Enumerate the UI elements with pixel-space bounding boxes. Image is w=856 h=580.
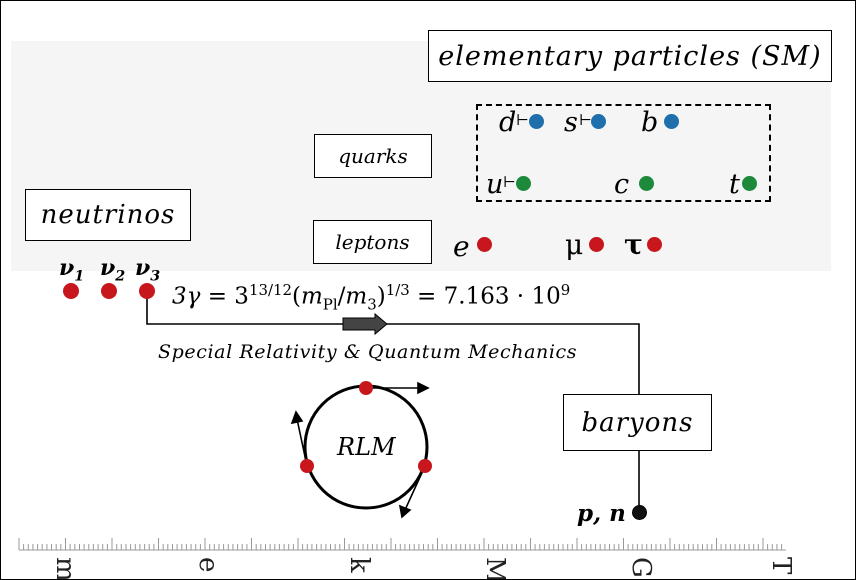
pn-label: p, n <box>577 500 626 527</box>
baryons-label: baryons <box>581 407 694 438</box>
ruler-letter-T: T <box>766 557 796 575</box>
rlm-tangent-arrows <box>290 381 430 519</box>
lepton-e-dot <box>477 237 492 252</box>
neutrino-2-dot <box>101 283 117 299</box>
quark-s-label: s <box>564 107 578 138</box>
quark-b-label: b <box>641 107 659 138</box>
quark-d-label: d <box>499 107 517 138</box>
quark-b-dot <box>664 114 679 129</box>
baryon-dot <box>632 505 647 520</box>
neutrino-2-label: ν2 <box>100 255 126 285</box>
gamma-equation: 3γ = 313/12(mPl/m3)1/3 = 7.163 · 109 <box>172 281 571 314</box>
relativity-caption: Special Relativity & Quantum Mechanics <box>158 341 578 363</box>
rlm-left-dot <box>300 459 314 473</box>
neutrinos-label: neutrinos <box>40 200 176 230</box>
quark-u-label: u <box>486 169 504 200</box>
lepton-mu-label: μ <box>565 228 584 261</box>
rlm-label: RLM <box>337 433 396 461</box>
title-box: elementary particles (SM) <box>428 30 832 82</box>
quark-u-bar: ⊢ <box>503 173 516 191</box>
quark-t-label: t <box>729 169 740 200</box>
lepton-e-label: e <box>453 230 470 263</box>
quark-d-dot <box>529 114 544 129</box>
neutrino-1-label: ν1 <box>59 255 85 285</box>
neutrino-1-dot <box>63 283 79 299</box>
quark-group-box <box>476 104 771 202</box>
leptons-label-box: leptons <box>313 220 432 264</box>
lepton-tau-dot <box>647 237 662 252</box>
leptons-label: leptons <box>335 230 410 254</box>
neutrino-3-dot <box>139 283 155 299</box>
quarks-label: quarks <box>338 144 408 168</box>
quark-d-bar: ⊢ <box>516 111 529 129</box>
direction-arrow <box>342 312 388 336</box>
neutrinos-label-box: neutrinos <box>25 189 191 241</box>
ruler-letter-e: e <box>193 557 223 573</box>
quark-u-dot <box>516 176 531 191</box>
title-text: elementary particles (SM) <box>438 40 822 72</box>
quark-c-dot <box>639 176 654 191</box>
rlm-top-dot <box>359 381 373 395</box>
neutrino-3-label: ν3 <box>135 255 161 285</box>
quarks-label-box: quarks <box>314 134 432 178</box>
quark-s-bar: ⊢ <box>579 111 592 129</box>
lepton-mu-dot <box>589 237 604 252</box>
quark-s-dot <box>591 114 606 129</box>
ruler-ticks <box>18 538 783 550</box>
lepton-tau-label: τ <box>624 228 643 261</box>
quark-t-dot <box>742 176 757 191</box>
baryons-label-box: baryons <box>563 394 712 451</box>
ruler-letter-m: m <box>50 557 80 580</box>
ruler-letter-k: k <box>344 557 374 573</box>
rlm-right-dot <box>418 459 432 473</box>
quark-c-label: c <box>614 169 630 200</box>
connector-line <box>146 290 640 394</box>
ruler-letter-G: G <box>626 557 656 578</box>
ruler-letter-M: M <box>480 557 510 580</box>
